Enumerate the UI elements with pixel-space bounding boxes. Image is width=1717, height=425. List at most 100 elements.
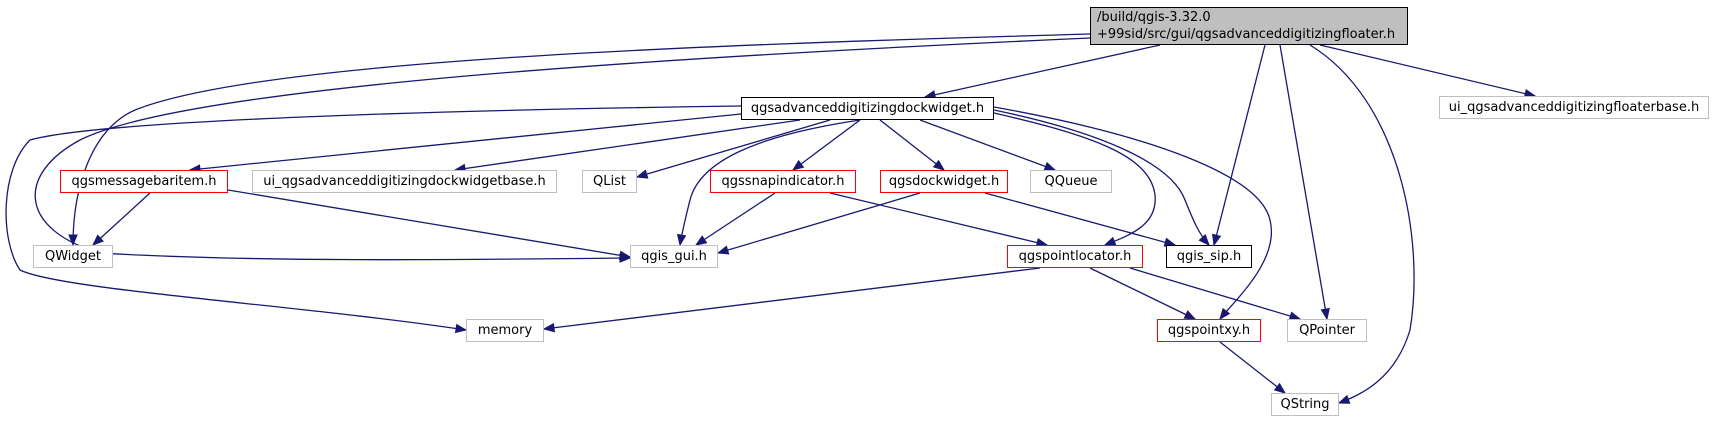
node-qgsadvanceddigitizingfloater-h[interactable]: /build/qgis-3.32.0 +99sid/src/gui/qgsadv… <box>1090 7 1408 45</box>
node-qqueue[interactable]: QQueue <box>1030 170 1112 193</box>
arrowhead-icon <box>635 169 649 179</box>
edge-line <box>34 37 1091 261</box>
edge-pointxy-to-qstring <box>1219 341 1287 394</box>
arrowhead-icon <box>932 159 946 171</box>
edge-messagebaritem-to-qgis_gui <box>227 189 632 260</box>
node-label: QList <box>593 174 626 189</box>
arrowhead-icon <box>618 250 632 260</box>
edge-line <box>919 119 1056 171</box>
node-label: qgsadvanceddigitizingdockwidget.h <box>750 101 985 116</box>
edge-line <box>993 112 1156 246</box>
node-qgssnapindicator-h[interactable]: qgssnapindicator.h <box>710 170 856 193</box>
edge-line <box>993 109 1210 246</box>
node-label: qgsdockwidget.h <box>888 174 1000 189</box>
node-memory[interactable]: memory <box>466 319 544 342</box>
edge-root-to-qstring <box>1309 44 1415 404</box>
node-ui-qgsadvanceddigitizingdockwidgetbase-h[interactable]: ui_qgsadvanceddigitizingdockwidgetbase.h <box>252 170 557 193</box>
edge-line <box>879 119 945 171</box>
node-qwidget[interactable]: QWidget <box>33 245 113 268</box>
edge-line <box>454 119 801 171</box>
edge-line <box>695 192 776 246</box>
node-qgspointlocator-h[interactable]: qgspointlocator.h <box>1007 245 1143 268</box>
arrowhead-icon <box>676 233 687 247</box>
arrowhead-icon <box>542 323 555 333</box>
edge-line <box>636 119 831 178</box>
node-qgis-sip-h[interactable]: qgis_sip.h <box>1166 245 1252 268</box>
root-node-path-line-2: +99sid/src/gui/qgsadvanceddigitizingfloa… <box>1097 27 1396 42</box>
node-label: QString <box>1280 397 1330 412</box>
edge-snapindicator-to-pointlocator <box>829 192 1049 248</box>
arrowhead-icon <box>694 235 708 246</box>
root-node-path-line-1: /build/qgis-3.32.0 <box>1097 10 1211 25</box>
arrowhead-icon <box>454 323 468 334</box>
edge-dockwidget-to-qgis_sip <box>993 109 1210 247</box>
edge-line <box>792 119 861 171</box>
edge-dockwidget-to-ui_dockwidgetbase <box>453 119 801 174</box>
arrowhead-icon <box>791 159 805 171</box>
node-ui-qgsadvanceddigitizingfloaterbase-h[interactable]: ui_qgsadvanceddigitizingfloaterbase.h <box>1439 96 1709 119</box>
arrowhead-icon <box>1183 310 1197 320</box>
node-label: QWidget <box>44 249 101 264</box>
edge-line <box>1219 341 1286 394</box>
node-label: QQueue <box>1044 174 1098 189</box>
edge-line <box>717 192 921 254</box>
edge-root-to-qpointer <box>1279 44 1330 321</box>
edge-root-to-ui_floaterbase <box>1319 44 1537 99</box>
edge-line <box>189 113 742 171</box>
node-label: qgsmessagebaritem.h <box>71 174 217 189</box>
arrowhead-icon <box>1219 307 1231 321</box>
arrowhead-icon <box>92 234 104 246</box>
edge-pointlocator-to-memory <box>542 267 1041 333</box>
node-qlist[interactable]: QList <box>582 170 637 193</box>
node-label: memory <box>477 323 533 338</box>
node-qstring[interactable]: QString <box>1271 393 1339 416</box>
node-qgsdockwidget-h[interactable]: qgsdockwidget.h <box>880 170 1008 193</box>
node-qpointer[interactable]: QPointer <box>1287 319 1367 342</box>
node-qgsmessagebaritem-h[interactable]: qgsmessagebaritem.h <box>60 170 228 193</box>
node-label: qgis_gui.h <box>641 249 707 264</box>
edge-pointlocator-to-qpointer <box>1129 267 1302 321</box>
edge-root-to-qwidget <box>68 33 1091 247</box>
edge-root-to-qgis_gui <box>34 37 1091 263</box>
edge-line <box>543 267 1041 330</box>
edge-line <box>227 189 631 258</box>
arrowhead-icon <box>1337 394 1351 404</box>
arrowhead-icon <box>1103 236 1117 246</box>
edge-root-to-qgis_sip <box>1212 44 1266 247</box>
edge-dockwidget-to-pointxy <box>993 106 1273 321</box>
edge-dockwidget-to-qgsdockwidget <box>879 119 946 171</box>
edge-line <box>829 192 1048 246</box>
edge-line <box>1309 44 1415 404</box>
arrowhead-icon <box>716 245 730 255</box>
edge-line <box>984 192 1176 246</box>
arrowhead-icon <box>68 234 78 247</box>
edge-line <box>1213 44 1266 246</box>
edge-dockwidget-to-messagebaritem <box>188 113 742 174</box>
edge-line <box>679 119 861 246</box>
node-qgsadvanceddigitizingdockwidget-h[interactable]: qgsadvanceddigitizingdockwidget.h <box>741 97 994 120</box>
edge-line <box>993 106 1273 320</box>
edge-line <box>1279 44 1328 320</box>
edge-dockwidget-to-snapindicator <box>791 119 861 171</box>
edge-line <box>72 33 1091 246</box>
arrowhead-icon <box>1198 234 1210 247</box>
edge-dockwidget-to-memory <box>5 105 742 334</box>
node-label: qgis_sip.h <box>1176 249 1242 264</box>
node-qgis-gui-h[interactable]: qgis_gui.h <box>630 245 718 268</box>
node-label: qgspointxy.h <box>1167 323 1251 338</box>
arrowhead-icon <box>1212 233 1222 247</box>
arrowhead-icon <box>1320 307 1330 321</box>
edge-snapindicator-to-qgis_gui <box>694 192 776 246</box>
edge-line <box>92 192 151 246</box>
edge-line <box>1089 267 1196 320</box>
node-qgspointxy-h[interactable]: qgspointxy.h <box>1157 319 1261 342</box>
edge-line <box>924 44 1161 98</box>
edge-root-to-dockwidget <box>923 44 1161 100</box>
edge-qgsdockwidget-to-qgis_sip <box>984 192 1177 247</box>
node-label: ui_qgsadvanceddigitizingdockwidgetbase.h <box>263 174 546 189</box>
edge-messagebaritem-to-qwidget <box>92 192 151 246</box>
edge-dockwidget-to-qlist <box>635 119 831 179</box>
edge-dockwidget-to-qgis_gui <box>676 119 861 247</box>
